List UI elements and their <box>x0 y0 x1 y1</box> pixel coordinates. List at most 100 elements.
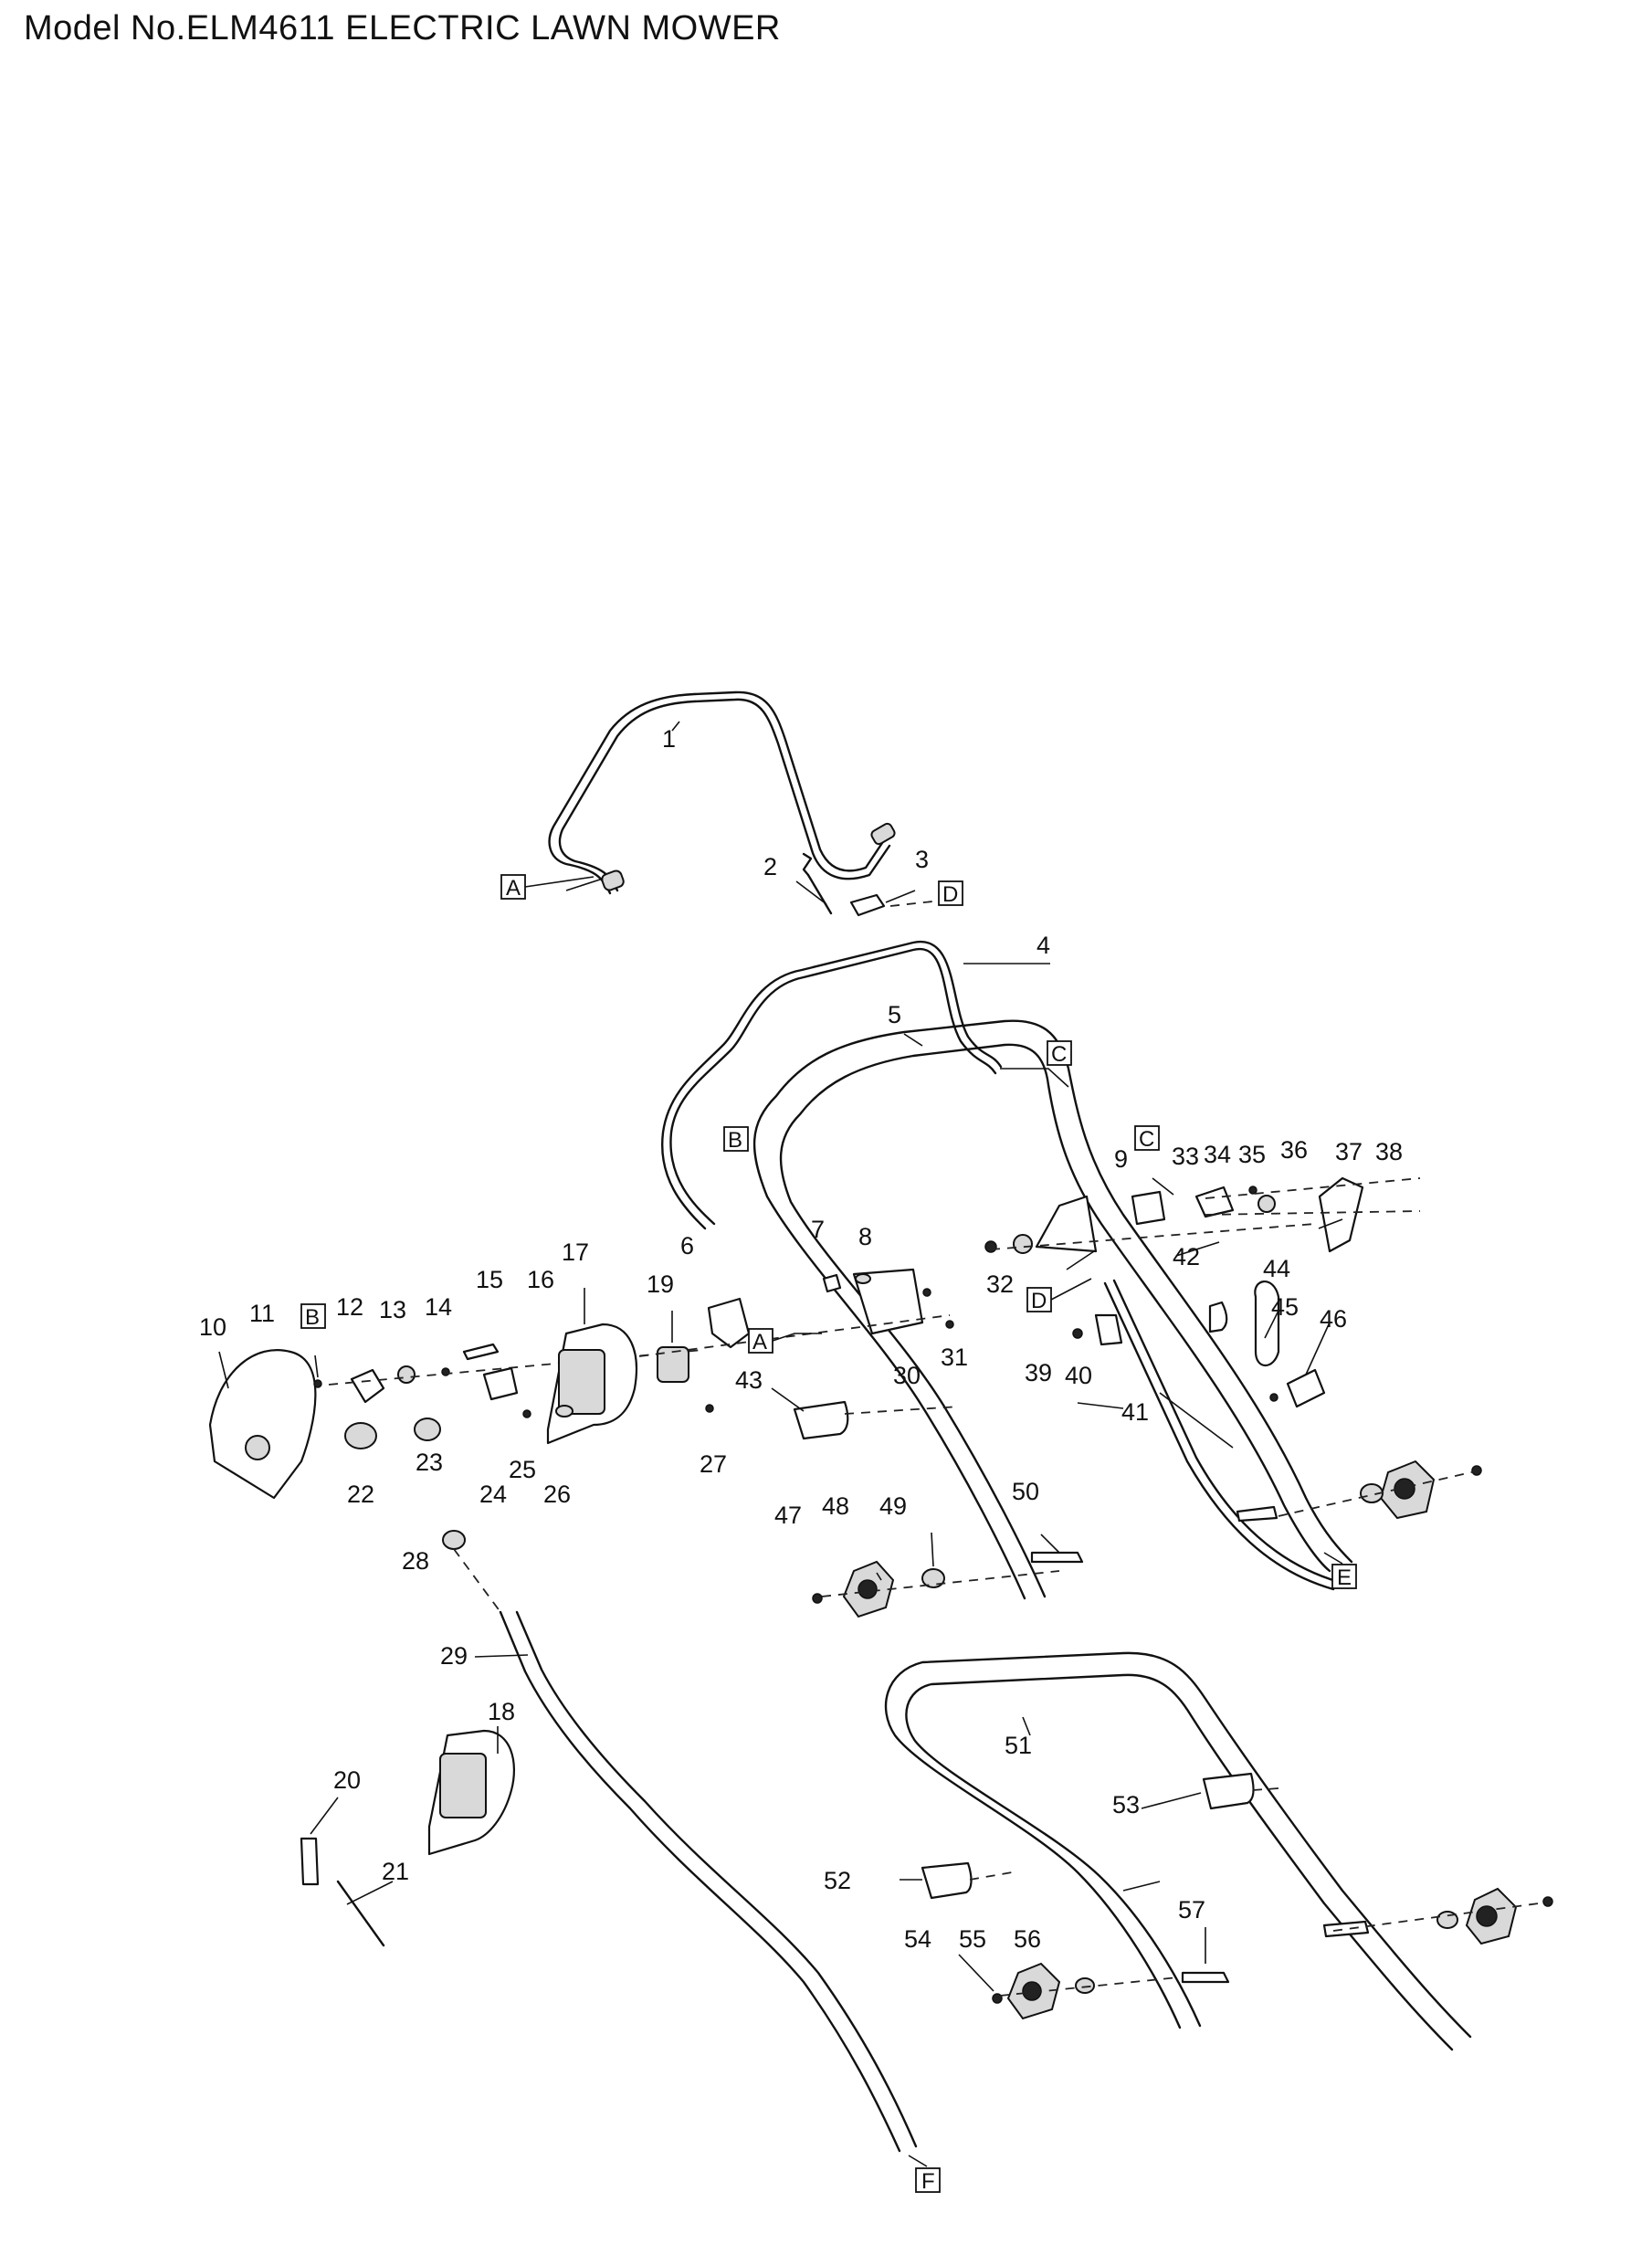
callout-45: 45 <box>1271 1293 1299 1321</box>
callout-18: 18 <box>488 1698 515 1725</box>
ref-box-f: F <box>915 2167 941 2194</box>
part-7-8-31-fasteners <box>822 1273 954 1329</box>
callout-28: 28 <box>402 1547 429 1575</box>
callout-38: 38 <box>1375 1138 1403 1165</box>
svg-text:E: E <box>1337 1565 1352 1590</box>
ref-box-b-handle: B <box>723 1126 749 1153</box>
callout-16: 16 <box>527 1266 554 1293</box>
callout-9: 9 <box>1114 1145 1128 1173</box>
callout-30: 30 <box>893 1362 921 1389</box>
callout-22: 22 <box>347 1481 374 1508</box>
callout-40: 40 <box>1065 1362 1092 1389</box>
reference-leaders <box>524 876 1343 2167</box>
callout-3: 3 <box>915 846 929 873</box>
callout-2: 2 <box>763 853 777 880</box>
callout-1: 1 <box>662 725 676 753</box>
svg-text:C: C <box>1139 1127 1154 1152</box>
svg-text:A: A <box>506 876 521 901</box>
callout-14: 14 <box>425 1293 452 1321</box>
ref-box-b-left: B <box>300 1303 326 1330</box>
callout-26: 26 <box>543 1481 571 1508</box>
callout-56: 56 <box>1014 1925 1041 1953</box>
callout-13: 13 <box>379 1296 406 1323</box>
callout-46: 46 <box>1320 1305 1347 1333</box>
part-4-upper-bail <box>660 940 1069 1230</box>
callout-25: 25 <box>509 1456 536 1483</box>
callout-5: 5 <box>888 1001 901 1028</box>
callout-55: 55 <box>959 1925 986 1953</box>
part-6-bracket <box>707 1297 751 1349</box>
callout-12: 12 <box>336 1293 363 1321</box>
part-51-lower-handle <box>884 1651 1472 2051</box>
callout-48: 48 <box>822 1492 849 1520</box>
callout-24: 24 <box>479 1481 507 1508</box>
callout-54: 54 <box>904 1925 931 1953</box>
callout-19: 19 <box>647 1270 674 1298</box>
part-20-21-pin-and-rod <box>300 1797 394 1947</box>
part-18-switch-housing-half <box>427 1726 515 1856</box>
part-1-switch-bail <box>548 690 896 895</box>
part-22-24-components <box>344 1366 714 1449</box>
callout-17: 17 <box>562 1238 589 1266</box>
callout-35: 35 <box>1238 1141 1266 1168</box>
callout-8: 8 <box>858 1223 872 1250</box>
callout-27: 27 <box>700 1450 727 1478</box>
svg-text:A: A <box>752 1330 767 1354</box>
part-28-29-cable-tube <box>442 1530 918 2153</box>
part-32-46-right-assembly <box>984 1176 1482 1591</box>
callout-32: 32 <box>986 1270 1014 1298</box>
callout-labels: 1 2 3 4 5 6 7 8 9 10 11 12 13 14 15 16 1… <box>199 725 1403 1953</box>
callout-42: 42 <box>1173 1243 1200 1270</box>
part-50-bolt <box>1030 1534 1084 1564</box>
callout-33: 33 <box>1172 1143 1199 1170</box>
callout-37: 37 <box>1335 1138 1363 1165</box>
callout-23: 23 <box>416 1449 443 1476</box>
leader-lines <box>771 1177 1343 1892</box>
ref-box-e: E <box>1331 1564 1357 1590</box>
ref-box-c-handle: C <box>1047 1040 1072 1067</box>
part-17-switch-housing <box>546 1288 638 1445</box>
callout-29: 29 <box>440 1642 468 1670</box>
callout-53: 53 <box>1112 1791 1140 1818</box>
part-10-side-cover <box>208 1349 317 1500</box>
svg-text:B: B <box>305 1305 320 1330</box>
svg-text:D: D <box>1031 1289 1047 1313</box>
callout-15: 15 <box>476 1266 503 1293</box>
callout-39: 39 <box>1025 1359 1052 1386</box>
callout-20: 20 <box>333 1766 361 1794</box>
part-52-53-clamp-plates <box>921 1772 1279 1900</box>
callout-49: 49 <box>879 1492 907 1520</box>
callout-43: 43 <box>735 1366 763 1394</box>
part-47-49-knob-set <box>812 1560 1060 1618</box>
callout-6: 6 <box>680 1232 694 1260</box>
ref-box-d-middle: D <box>1026 1287 1052 1313</box>
callout-41: 41 <box>1121 1398 1149 1426</box>
callout-52: 52 <box>824 1867 851 1894</box>
part-5-upper-handle <box>752 1019 1353 1600</box>
svg-text:F: F <box>921 2169 935 2194</box>
callout-7: 7 <box>811 1216 825 1243</box>
callout-51: 51 <box>1005 1732 1032 1759</box>
part-30-43-clamp-plates <box>638 1268 960 1440</box>
callout-11: 11 <box>249 1300 275 1327</box>
part-19-connector <box>657 1311 689 1383</box>
ref-box-c-right: C <box>1134 1125 1160 1152</box>
callout-31: 31 <box>941 1344 968 1371</box>
svg-text:C: C <box>1051 1042 1067 1067</box>
callout-34: 34 <box>1204 1141 1231 1168</box>
callout-50: 50 <box>1012 1478 1039 1505</box>
svg-text:D: D <box>942 882 958 907</box>
svg-text:B: B <box>728 1128 742 1153</box>
part-54-57-knob-set <box>958 1887 1553 2020</box>
callout-57: 57 <box>1178 1896 1205 1924</box>
page-title: Model No.ELM4611 ELECTRIC LAWN MOWER <box>24 9 781 47</box>
callout-4: 4 <box>1036 932 1050 959</box>
ref-box-d-top: D <box>938 880 963 907</box>
callout-21: 21 <box>382 1858 409 1885</box>
reference-boxes: A D C B C B A D <box>300 874 1357 2194</box>
callout-47: 47 <box>774 1502 802 1529</box>
ref-box-a-middle: A <box>748 1328 773 1354</box>
callout-44: 44 <box>1263 1255 1290 1282</box>
ref-box-a-top: A <box>500 874 526 901</box>
